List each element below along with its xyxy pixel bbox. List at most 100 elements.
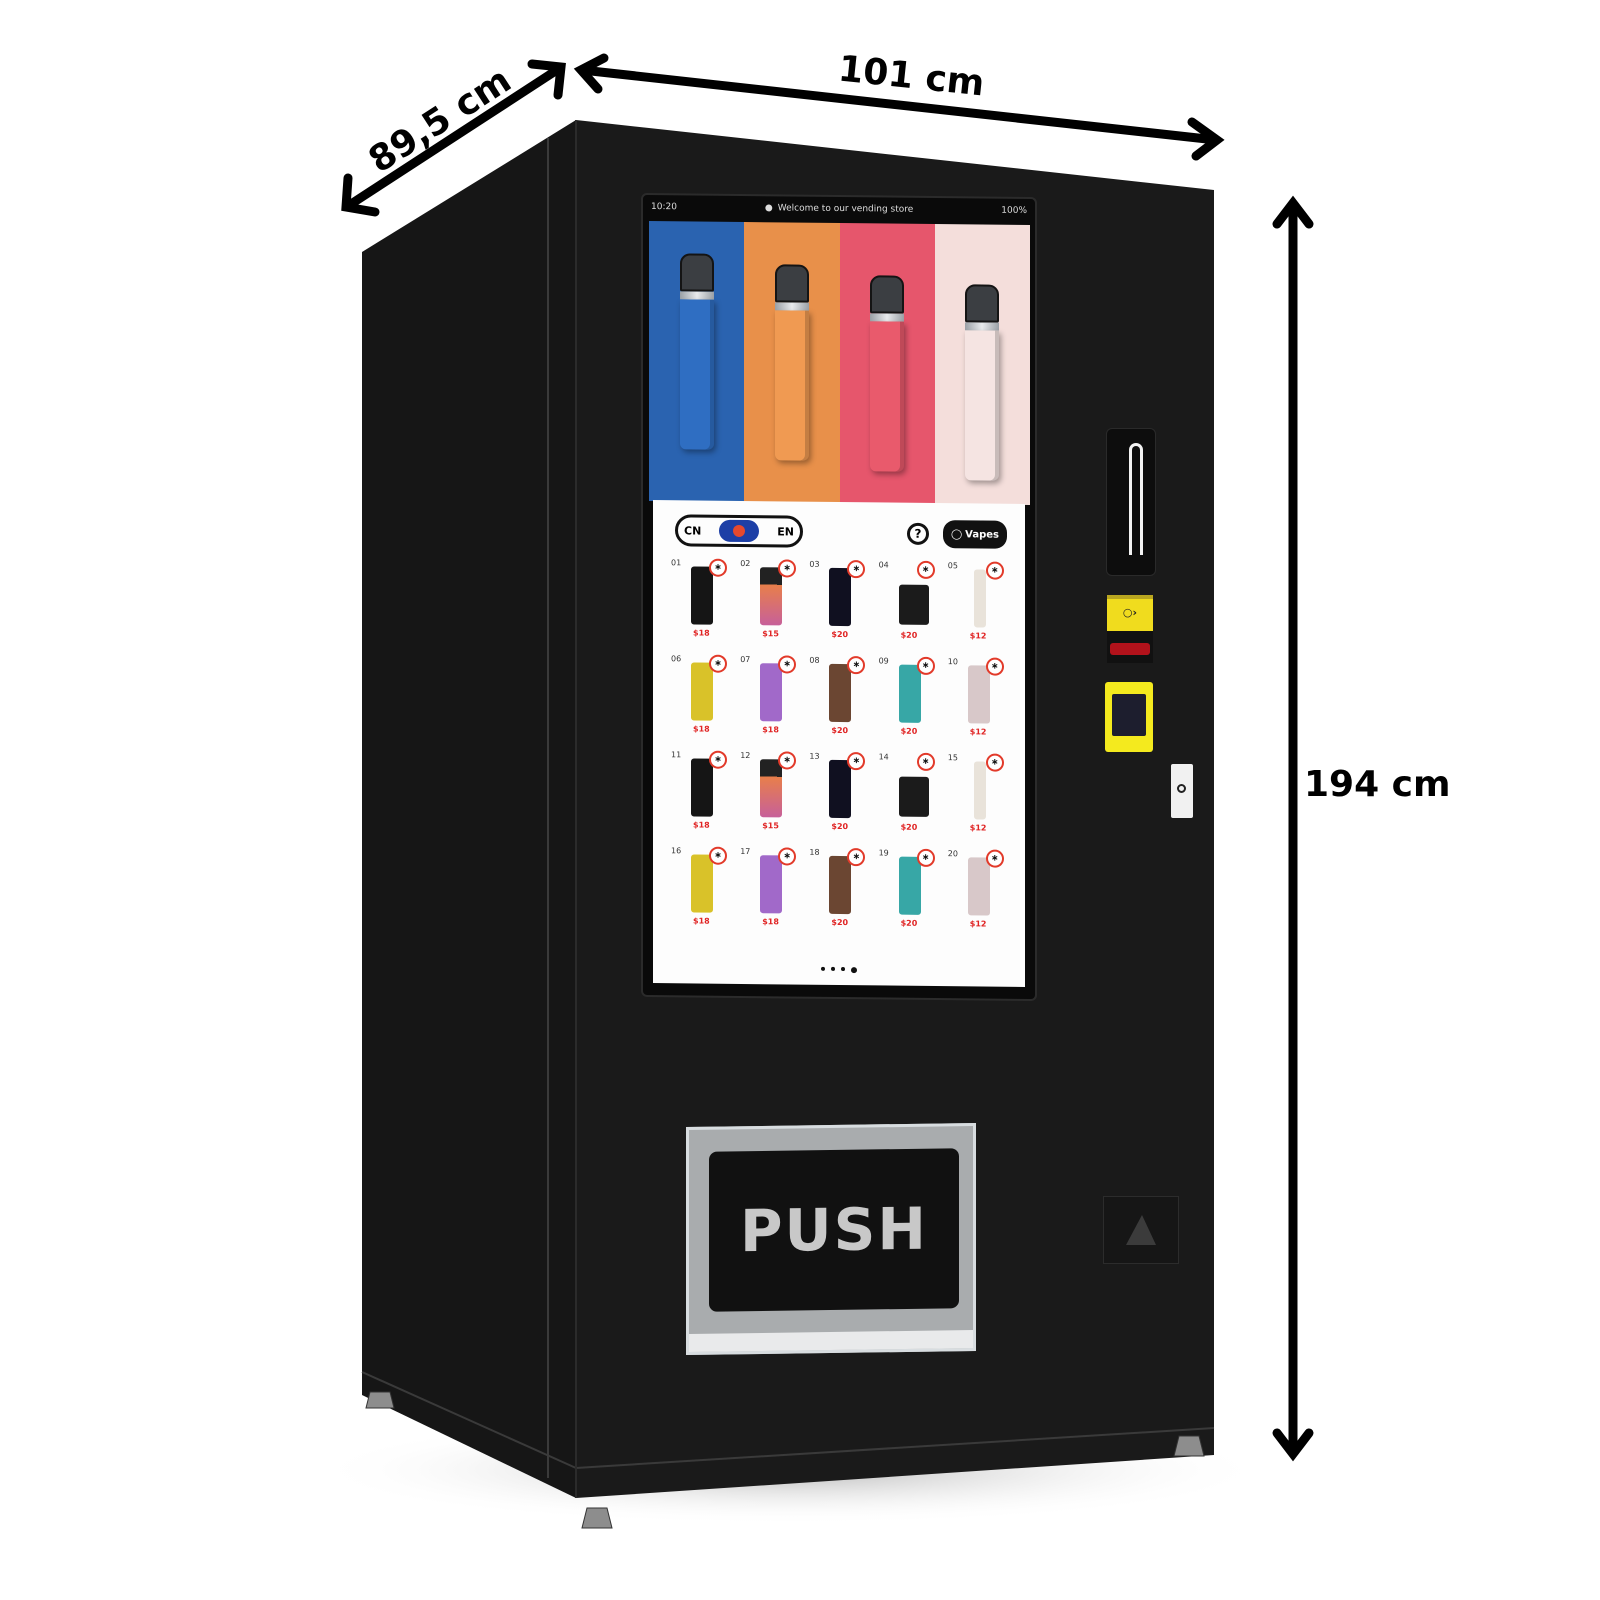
product-image (691, 662, 713, 721)
door-lock[interactable] (1171, 764, 1193, 818)
no-smoking-icon: ∗ (778, 655, 797, 674)
slot-number: 18 (809, 847, 820, 857)
product-price: $15 (762, 629, 779, 639)
product-tile[interactable]: 07∗$18 (738, 653, 807, 738)
product-tile[interactable]: 18 ∗ $20 (807, 846, 876, 931)
product-image (691, 854, 713, 913)
slot-number: 04 (878, 560, 889, 570)
product-image (898, 776, 929, 817)
product-tile[interactable]: 11 ∗ $18 (669, 748, 738, 833)
pickup-tray (689, 1330, 973, 1352)
coin-return[interactable] (1103, 1196, 1179, 1264)
product-tile[interactable]: 08∗$20 (807, 654, 876, 739)
banner-panel-orange (744, 222, 840, 504)
toggle-knob[interactable] (719, 519, 760, 543)
product-price: $15 (762, 821, 779, 831)
slot-number: 15 (947, 753, 958, 763)
product-price: $18 (693, 820, 710, 830)
product-price: $18 (693, 916, 710, 926)
no-smoking-icon: ∗ (847, 656, 866, 675)
no-smoking-icon: ∗ (985, 657, 1004, 676)
product-tile[interactable]: 20∗$12 (946, 847, 1015, 932)
product-price: $18 (762, 725, 779, 735)
product-image (898, 584, 929, 625)
product-image (898, 664, 921, 723)
product-tile[interactable]: 17 ∗ $18 (738, 845, 807, 930)
slot-number: 20 (947, 849, 958, 859)
product-image (691, 758, 713, 817)
product-image (829, 567, 852, 627)
brand-logo-icon: ◯ (950, 528, 963, 540)
product-price: $20 (900, 630, 918, 640)
welcome-text: Welcome to our vending store (777, 203, 914, 215)
product-tile[interactable]: 02∗$15 (738, 557, 807, 642)
product-tile[interactable]: 14∗$20 (877, 750, 946, 835)
language-option-en[interactable]: EN (777, 524, 794, 539)
product-price: $12 (969, 631, 987, 641)
status-time: 10:20 (651, 202, 677, 213)
product-tile[interactable]: 12 ∗ $15 (738, 749, 807, 834)
no-smoking-icon: ∗ (847, 848, 866, 867)
product-tile[interactable]: 01 ∗ $18 (669, 556, 738, 641)
no-smoking-icon: ∗ (709, 750, 727, 769)
product-tile[interactable]: 09∗$20 (877, 654, 946, 739)
banner-panel-blue (649, 221, 745, 503)
slot-number: 03 (809, 559, 820, 569)
no-smoking-icon: ∗ (985, 753, 1004, 772)
slot-number: 01 (671, 558, 682, 568)
page-dot[interactable] (841, 967, 845, 972)
bill-acceptor[interactable] (1106, 428, 1156, 576)
product-tile[interactable]: 05 ∗ $12 (946, 559, 1015, 644)
product-image (829, 759, 852, 819)
no-smoking-icon: ∗ (916, 848, 935, 868)
vapes-category-button[interactable]: ◯ Vapes (943, 520, 1007, 549)
product-tile[interactable]: 06∗$18 (669, 652, 738, 737)
push-flap[interactable]: PUSH (709, 1148, 959, 1312)
page-dot-active[interactable] (851, 967, 857, 974)
product-tile[interactable]: 13∗$20 (807, 750, 876, 835)
product-price: $12 (969, 727, 987, 737)
product-image (691, 566, 713, 625)
slot-number: 13 (809, 751, 820, 761)
card-reader[interactable] (1105, 682, 1153, 752)
product-image (760, 855, 783, 914)
product-tile[interactable]: 16∗$18 (669, 844, 738, 929)
no-smoking-icon: ∗ (709, 558, 727, 577)
slot-number: 16 (671, 846, 682, 856)
page-dot[interactable] (831, 966, 835, 971)
slot-number: 17 (740, 846, 751, 857)
product-tile[interactable]: 04∗$20 (877, 558, 946, 643)
no-smoking-icon: ∗ (778, 751, 797, 770)
product-image (967, 665, 990, 724)
no-smoking-icon: ∗ (985, 561, 1004, 580)
product-tile[interactable]: 19∗$20 (877, 846, 946, 931)
product-price: $18 (693, 628, 710, 638)
language-option-cn[interactable]: CN (684, 523, 702, 538)
store-logo-icon: ● (764, 203, 773, 214)
no-smoking-icon: ∗ (709, 654, 727, 673)
slot-number: 12 (740, 750, 751, 761)
product-price: $20 (831, 821, 849, 832)
no-smoking-icon: ∗ (778, 847, 797, 866)
product-price: $18 (762, 917, 779, 927)
page-dot[interactable] (821, 966, 825, 971)
coin-reject-lever[interactable] (1110, 643, 1150, 655)
pickup-bay: PUSH (686, 1122, 976, 1356)
language-toggle[interactable]: CN EN (675, 514, 803, 548)
product-tile[interactable]: 03∗$20 (807, 558, 876, 643)
product-price: $20 (831, 917, 849, 928)
product-price: $20 (900, 918, 918, 928)
product-tile[interactable]: 10∗$12 (946, 655, 1015, 740)
product-image (829, 855, 852, 915)
slot-number: 11 (671, 750, 682, 760)
page-indicator[interactable] (653, 965, 1025, 975)
product-image (967, 857, 990, 916)
help-button[interactable]: ? (907, 522, 929, 545)
coin-acceptor[interactable]: ○› (1107, 595, 1153, 663)
slot-number: 05 (947, 561, 958, 571)
promo-banner[interactable] (649, 221, 1030, 506)
touch-screen[interactable]: 10:20 ● Welcome to our vending store 100… (643, 194, 1035, 1000)
banner-panel-white (934, 224, 1030, 506)
product-image (829, 663, 852, 723)
product-tile[interactable]: 15∗$12 (946, 751, 1015, 836)
